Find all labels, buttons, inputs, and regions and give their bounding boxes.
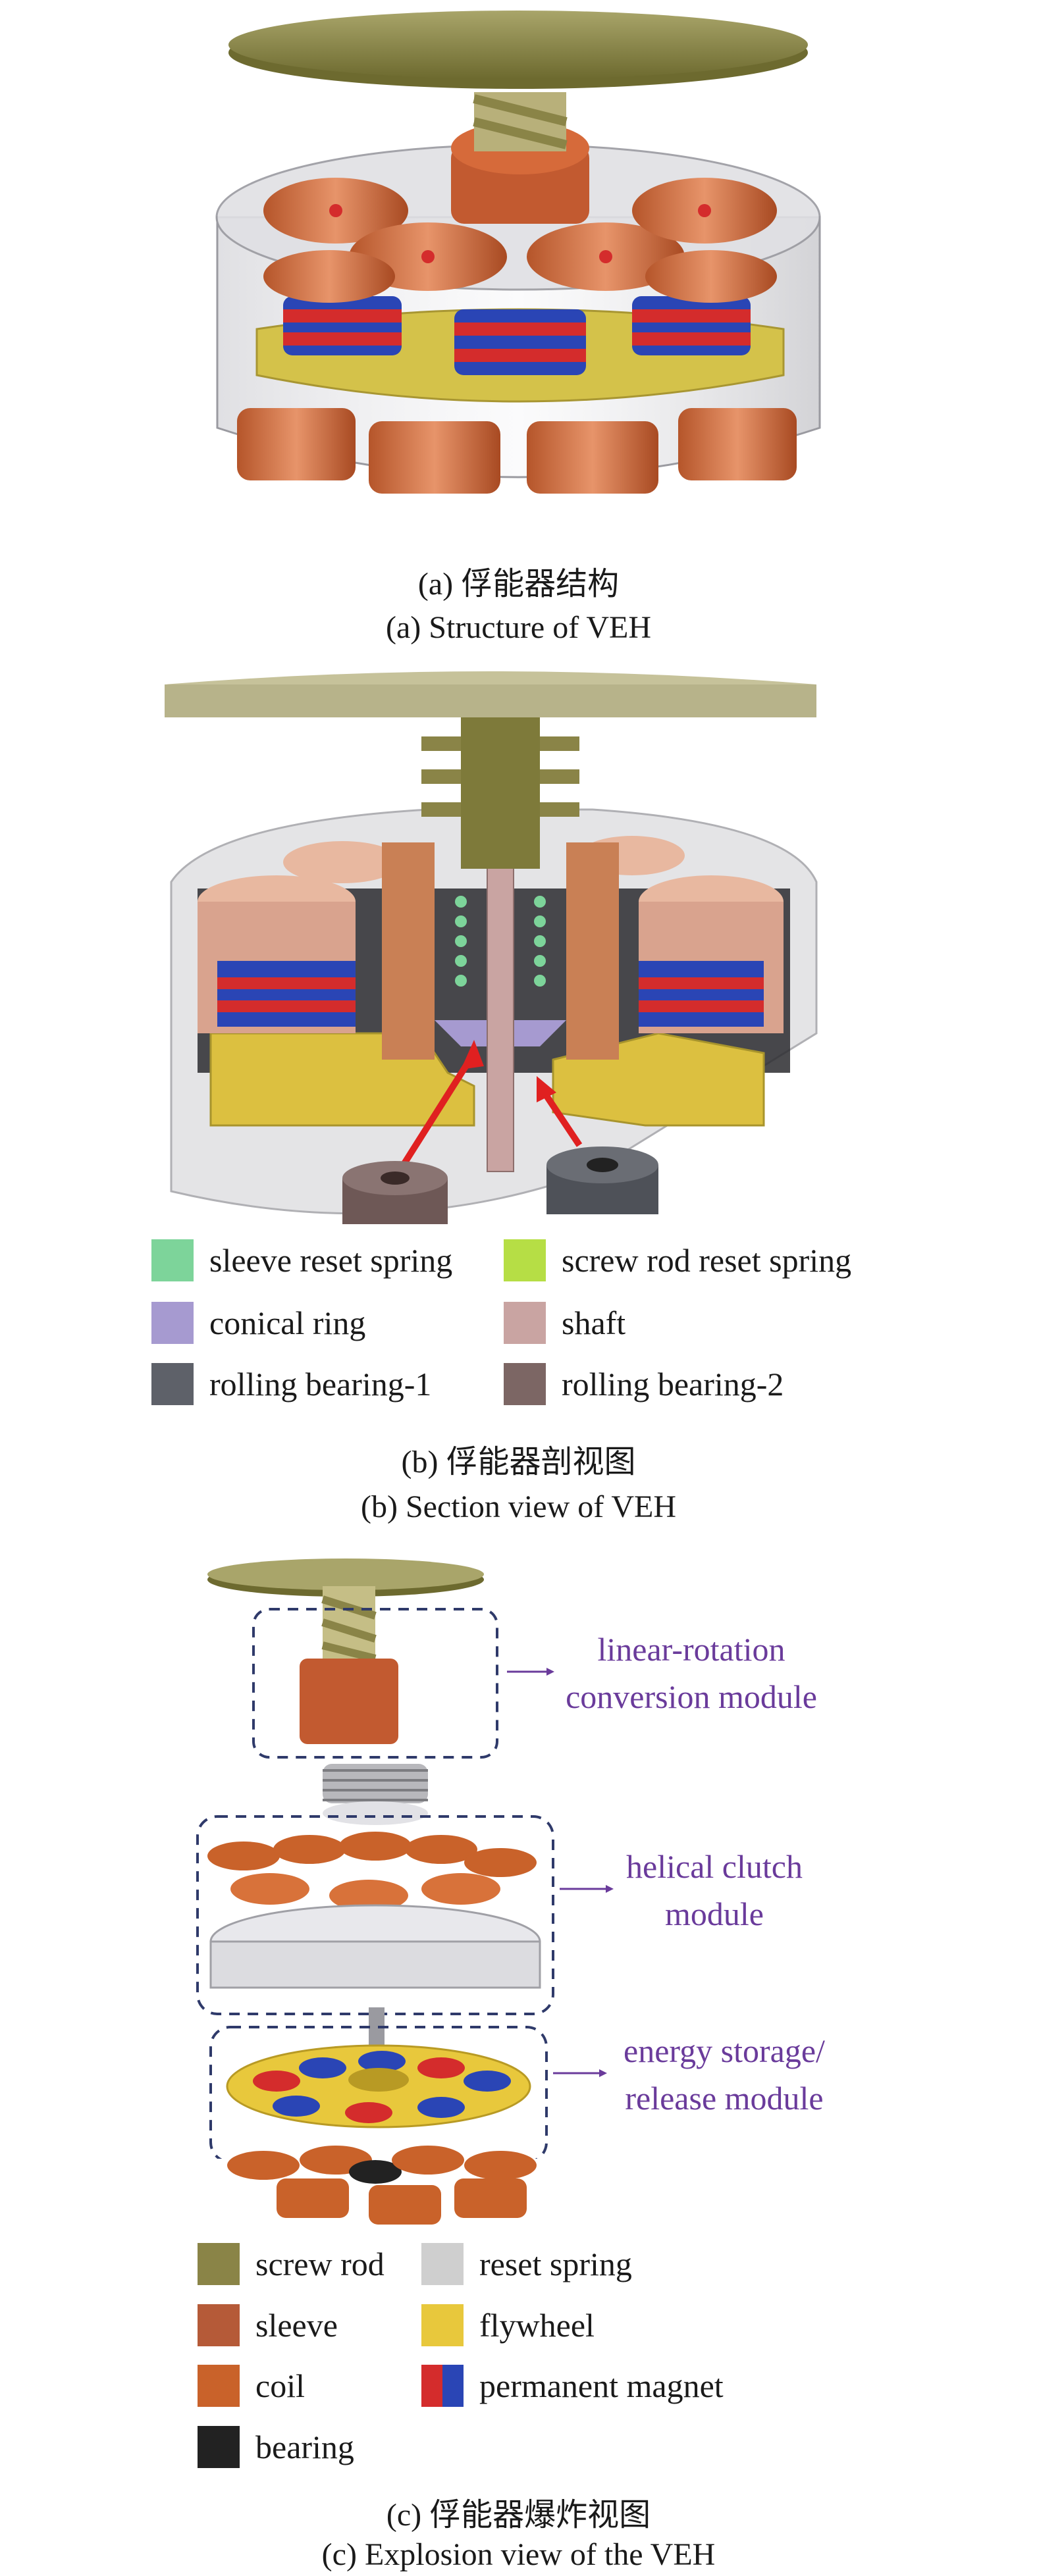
caption-b-en: (b) Section view of VEH	[360, 1489, 676, 1524]
legend-item-flywheel: flywheel	[421, 2302, 595, 2348]
module-label-helical-clutch: helical clutch module	[626, 1848, 803, 1932]
flywheel-magnets	[253, 2051, 511, 2123]
legend-swatch	[504, 1239, 546, 1281]
bottom-coil-row	[237, 408, 797, 494]
legend-item-rolling-bearing-1: rolling bearing-1	[151, 1361, 431, 1407]
legend-item-sleeve-reset-spring: sleeve reset spring	[151, 1237, 452, 1283]
screw-rod	[473, 92, 568, 151]
permanent-magnets	[283, 296, 751, 375]
legend-swatch	[504, 1302, 546, 1344]
legend-item-reset-spring: reset spring	[421, 2241, 632, 2287]
veh-explosion-render	[196, 1558, 614, 2159]
module-box-linear-rotation	[252, 1608, 498, 1759]
veh-section-render	[165, 671, 818, 1224]
legend-swatch	[421, 2243, 464, 2285]
top-coil-row	[263, 178, 777, 303]
caption-b-cn: (b) 俘能器剖视图	[401, 1445, 636, 1480]
legend-item-conical-ring: conical ring	[151, 1300, 365, 1346]
caption-a-en: (a) Structure of VEH	[386, 610, 651, 645]
module-box-helical-clutch	[196, 1815, 554, 2015]
legend-item-bearing: bearing	[198, 2424, 354, 2470]
reset-spring	[323, 1764, 428, 1825]
module-label-linear-rotation: linear-rotation conversion module	[566, 1631, 817, 1715]
legend-item-coil: coil	[198, 2363, 305, 2409]
legend-item-sleeve: sleeve	[198, 2302, 338, 2348]
caption-c-cn: (c) 俘能器爆炸视图	[386, 2498, 651, 2533]
module-label-energy-storage: energy storage/ release module	[624, 2032, 825, 2117]
legend-item-screw-rod-reset-spring: screw rod reset spring	[504, 1237, 851, 1283]
legend-swatch	[198, 2304, 240, 2346]
legend-item-rolling-bearing-2: rolling bearing-2	[504, 1361, 784, 1407]
legend-swatch	[198, 2426, 240, 2468]
legend-swatch	[421, 2365, 464, 2407]
bottom-coils-exploded	[227, 2146, 537, 2225]
caption-a-cn: (a) 俘能器结构	[417, 567, 620, 602]
veh-structure-render	[215, 11, 821, 494]
legend-swatch	[151, 1302, 194, 1344]
legend-swatch	[198, 2365, 240, 2407]
legend-swatch	[151, 1239, 194, 1281]
panel-b: sleeve reset spring screw rod reset spri…	[0, 665, 1037, 1547]
rolling-bearing-2	[342, 1161, 448, 1224]
caption-c-en: (c) Explosion view of the VEH	[321, 2537, 716, 2572]
arrow-to-bearing-2	[392, 1051, 477, 1180]
panel-a: (a) 俘能器结构 (a) Structure of VEH	[0, 0, 1037, 665]
legend-item-screw-rod: screw rod	[198, 2241, 385, 2287]
coil-ring	[207, 1832, 537, 1911]
legend-swatch	[198, 2243, 240, 2285]
legend-swatch	[504, 1363, 546, 1405]
legend-swatch	[151, 1363, 194, 1405]
legend-item-permanent-magnet: permanent magnet	[421, 2363, 724, 2409]
sleeve-reset-spring	[455, 896, 546, 987]
module-box-energy-storage	[209, 2026, 548, 2159]
legend-swatch	[421, 2304, 464, 2346]
rolling-bearing-1	[546, 1146, 658, 1214]
legend-item-shaft: shaft	[504, 1300, 625, 1346]
panel-c: linear-rotation conversion module helica…	[0, 1547, 1037, 2572]
